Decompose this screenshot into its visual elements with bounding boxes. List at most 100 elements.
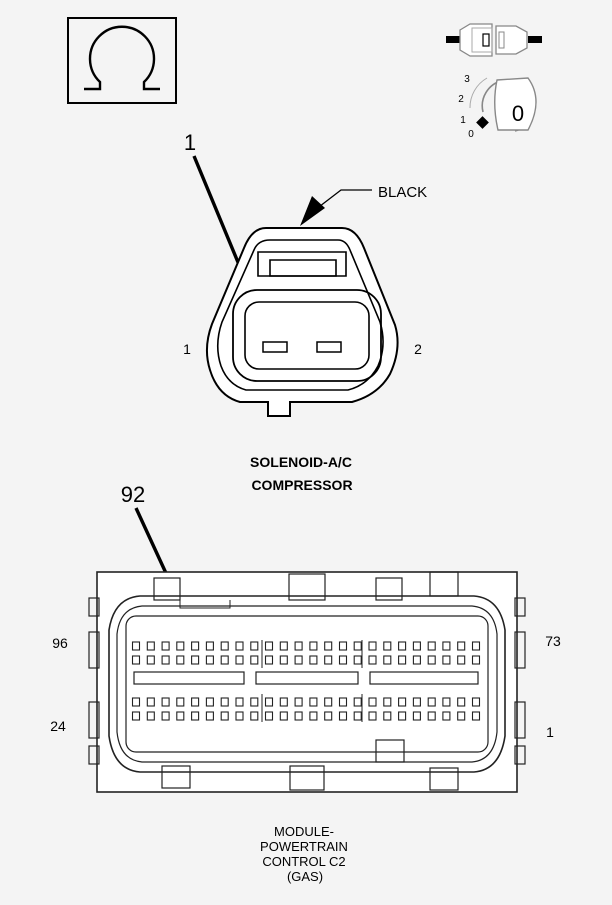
pcm-terminal-cavity [279,641,288,651]
pcm-terminal-cavity [235,711,244,721]
ignition-position-3: 3 [464,74,470,85]
pcm-terminal-cavity [398,641,407,651]
pcm-terminal-cavity [161,641,170,651]
pcm-terminal-cavity [264,655,274,665]
pcm-terminal-cavity [279,655,288,665]
pcm-terminal-cavity [368,641,377,651]
pcm-terminal-cavity [324,697,333,707]
pcm-terminal-cavity [427,641,436,651]
pcm-terminal-cavity [220,711,229,721]
pcm-terminal-cavity [235,655,244,665]
pcm-callout-pin: 92 [121,482,145,507]
solenoid-title-line1: SOLENOID-A/C [250,454,352,470]
solenoid-pin-left: 1 [183,341,191,357]
pcm-terminal-cavity [294,655,303,665]
pcm-terminal-cavity [250,711,259,721]
pcm-terminal-cavity [131,655,141,665]
pcm-terminal-cavity [294,711,303,721]
pcm-terminal-cavity [368,697,377,707]
ignition-position-0: 0 [468,129,474,140]
pcm-terminal-cavity [309,655,318,665]
pcm-terminal-cavity [220,655,229,665]
solenoid-connector: 1 BLACK 1 2 SOLENOID-A/C COMPRESSOR [183,130,427,493]
pcm-terminal-cavity [471,711,481,721]
pcm-pin-1: 1 [546,724,554,740]
solenoid-callout-pin: 1 [184,130,196,155]
pcm-terminal-cavity [205,711,214,721]
pcm-terminal-cavity [146,641,155,651]
pcm-terminal-cavity [235,697,244,707]
pcm-terminal-cavity [457,655,466,665]
pcm-terminal-cavity [442,711,451,721]
pcm-terminal-cavity [220,641,229,651]
pcm-terminal-cavity [146,711,155,721]
pcm-terminal-cavity [338,697,348,707]
pcm-terminal-cavity [250,697,259,707]
pcm-terminal-cavity [383,711,392,721]
pcm-terminal-cavity [353,711,362,721]
pcm-terminal-cavity [146,697,155,707]
pcm-terminal-cavity [279,697,288,707]
pcm-terminal-cavity [176,655,185,665]
pcm-pin-96: 96 [52,635,68,651]
pcm-terminal-cavity [161,655,170,665]
pcm-terminal-cavity [264,697,274,707]
pcm-terminal-cavity [457,641,466,651]
pcm-terminal-cavity [427,697,436,707]
pcm-terminal-cavity [250,655,259,665]
ignition-key-icon: 0 3 2 1 0 [458,74,537,140]
pcm-pin-73: 73 [545,633,561,649]
pcm-terminal-cavity [220,697,229,707]
solenoid-title-line2: COMPRESSOR [251,477,352,493]
pcm-terminal-cavity [205,697,214,707]
pcm-pin-24: 24 [50,718,66,734]
pcm-terminal-cavity [383,697,392,707]
pcm-terminal-cavity [338,641,348,651]
pcm-terminal-cavity [427,655,436,665]
pcm-terminal-cavity [176,711,185,721]
pcm-terminal-cavity [324,655,333,665]
pcm-terminal-cavity [398,697,407,707]
pcm-title-line2: POWERTRAIN [260,839,348,854]
pcm-terminal-cavity [353,697,362,707]
pcm-terminal-cavity [368,711,377,721]
solenoid-pin-right: 2 [414,341,422,357]
ignition-position-1: 1 [460,115,466,126]
pcm-terminal-cavity [383,655,392,665]
pcm-terminal-cavity [442,641,451,651]
pcm-terminal-cavity [176,697,185,707]
pcm-title-line3: CONTROL C2 [262,854,345,869]
pcm-terminal-cavity [324,641,333,651]
pcm-terminal-cavity [309,641,318,651]
pcm-terminal-cavity [442,655,451,665]
pcm-terminal-cavity [176,641,185,651]
pcm-terminal-cavity [131,641,141,651]
pcm-title-line1: MODULE- [274,824,334,839]
pcm-terminal-cavity [294,641,303,651]
pcm-terminal-cavity [309,711,318,721]
pcm-terminal-cavity [205,641,214,651]
pcm-terminal-cavity [191,697,200,707]
pcm-terminal-cavity [191,711,200,721]
pcm-terminal-cavity [294,697,303,707]
pcm-terminal-cavity [250,641,259,651]
wire-color-label: BLACK [378,184,427,201]
pcm-terminal-cavity [412,697,421,707]
pcm-title-line4: (GAS) [287,869,323,884]
pcm-terminal-cavity [161,697,170,707]
pcm-terminal-cavity [398,711,407,721]
pcm-terminal-cavity [146,655,155,665]
pcm-terminal-cavity [442,697,451,707]
pcm-terminal-cavity [131,697,141,707]
pcm-terminal-cavity [324,711,333,721]
pcm-terminal-cavity [457,697,466,707]
solenoid-terminal-2 [316,341,342,353]
pcm-terminal-cavity [161,711,170,721]
pcm-terminal-cavity [353,655,362,665]
pcm-terminal-cavity [471,655,481,665]
ohmmeter-icon [67,17,177,104]
pcm-terminal-cavity [264,711,274,721]
pcm-terminal-grid [131,641,481,721]
pcm-terminal-cavity [235,641,244,651]
